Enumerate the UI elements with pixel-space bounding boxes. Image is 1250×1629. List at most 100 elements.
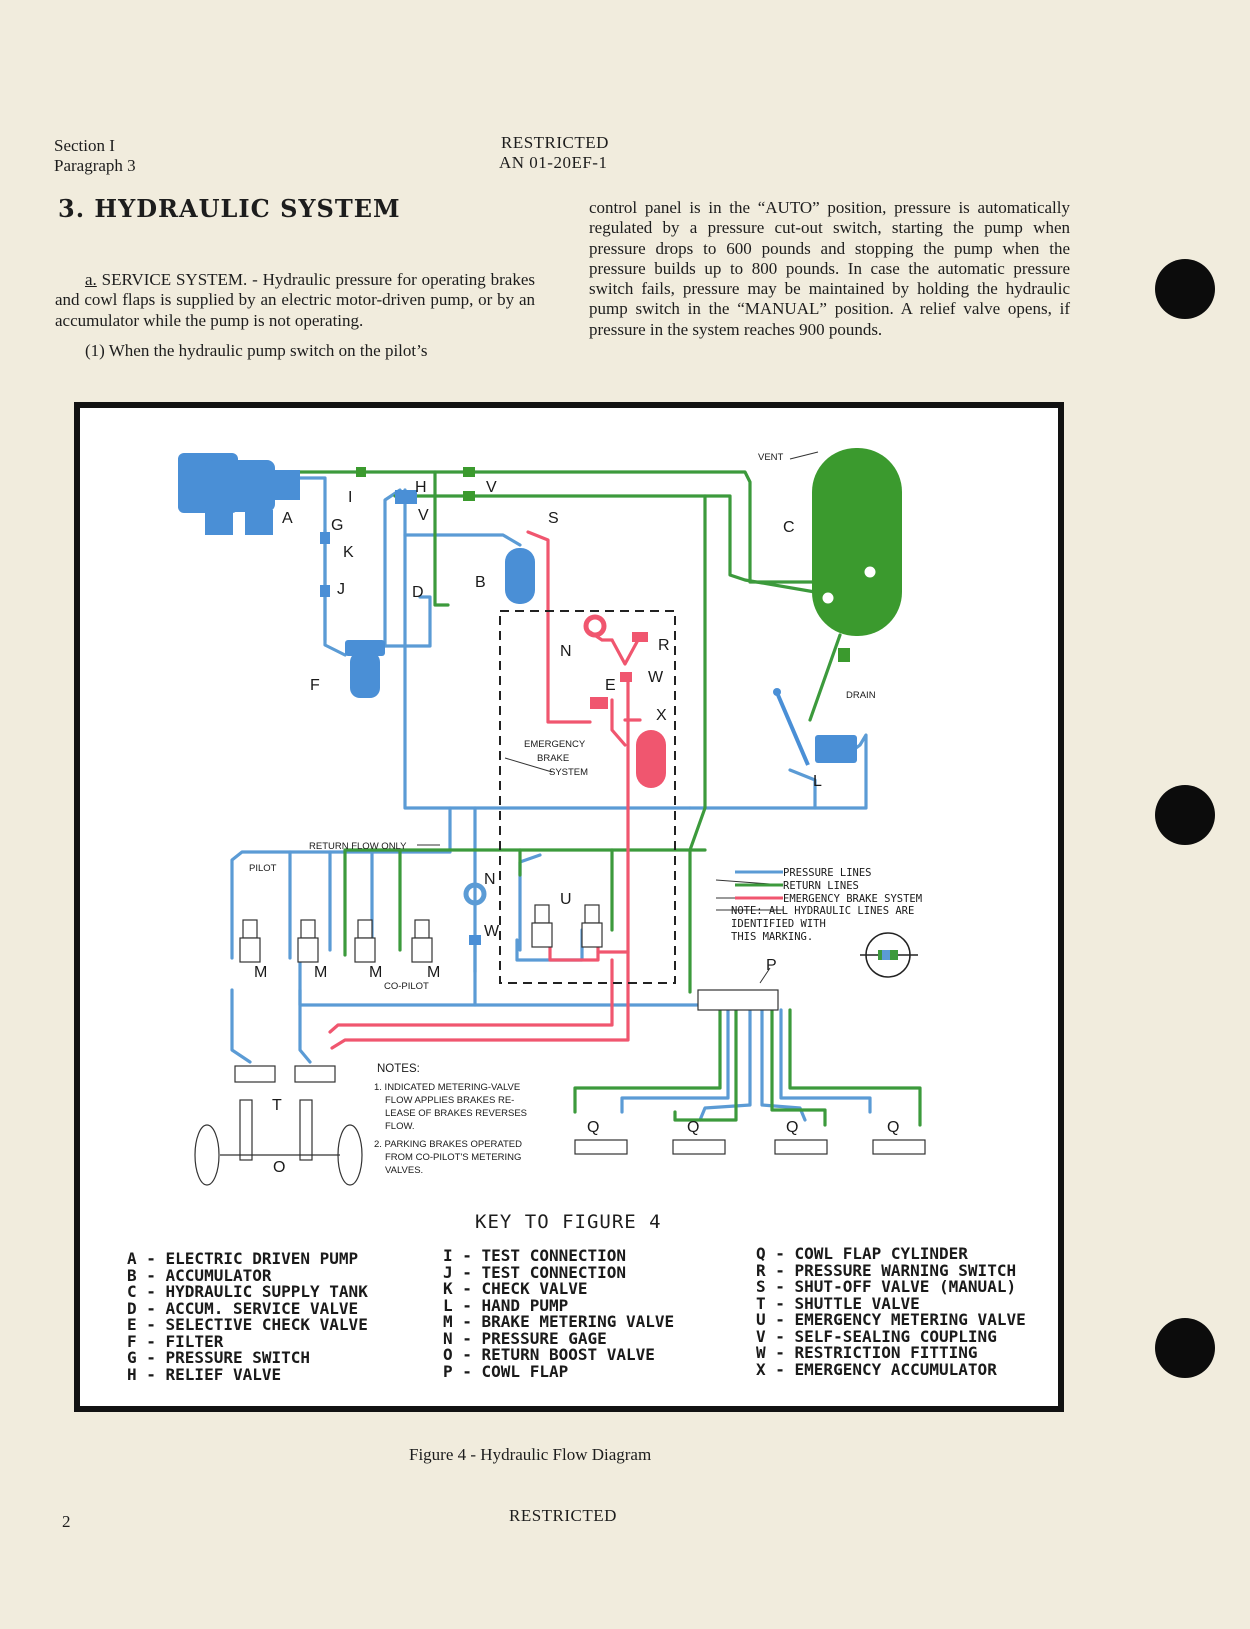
label-W-emergency: W: [648, 669, 664, 686]
label-Q4: Q: [887, 1119, 899, 1136]
section-title: 3. HYDRAULIC SYSTEM: [58, 194, 401, 223]
restricted-header: RESTRICTED: [501, 133, 609, 152]
key-item-X: X - EMERGENCY ACCUMULATOR: [756, 1359, 997, 1379]
pressure-lines: [230, 476, 872, 1122]
hydraulic-supply-tank-C: [812, 448, 902, 636]
label-B: B: [475, 574, 486, 591]
pump-switch-paragraph-continued: control panel is in the “AUTO” position,…: [589, 198, 1070, 339]
label-G: G: [331, 517, 343, 534]
key-item-D: D - ACCUM. SERVICE VALVE: [127, 1298, 359, 1318]
key-item-U: U - EMERGENCY METERING VALVE: [756, 1310, 1026, 1329]
return-flow-label: RETURN FLOW ONLY: [309, 841, 407, 852]
label-M4: M: [427, 964, 440, 981]
key-item-M: M - BRAKE METERING VALVE: [443, 1312, 675, 1331]
key-item-G: G - PRESSURE SWITCH: [127, 1348, 311, 1367]
key-item-A: A - ELECTRIC DRIVEN PUMP: [127, 1249, 359, 1268]
notes-heading: NOTES:: [377, 1063, 420, 1075]
label-Q3: Q: [786, 1119, 798, 1136]
subsection-label: a.: [85, 270, 97, 289]
label-S: S: [548, 510, 559, 527]
label-Q1: Q: [587, 1119, 599, 1136]
left-column: a. SERVICE SYSTEM. - Hydraulic pressure …: [55, 270, 535, 361]
brake-metering-valves-M: [239, 904, 603, 963]
key-item-Q: Q - COWL FLAP CYLINDER: [756, 1244, 968, 1263]
electric-pump-A: [178, 453, 300, 535]
key-item-C: C - HYDRAULIC SUPPLY TANK: [127, 1282, 368, 1301]
label-J: J: [337, 581, 345, 598]
label-M3: M: [369, 964, 382, 981]
label-V2: V: [418, 507, 429, 524]
emergency-accumulator-X: [636, 730, 666, 788]
pressure-gage-N-emergency: [583, 614, 607, 638]
relief-valve-H: [395, 490, 417, 504]
page-number: 2: [62, 1512, 71, 1531]
punch-hole-top: [1155, 259, 1215, 319]
label-O: O: [273, 1159, 285, 1176]
label-V: V: [486, 479, 497, 496]
return-lines: [296, 470, 922, 1127]
punch-hole-middle: [1155, 785, 1215, 845]
emergency-label-2: BRAKE: [537, 753, 569, 764]
filter-F: [345, 640, 385, 698]
key-item-K: K - CHECK VALVE: [443, 1279, 588, 1298]
label-H: H: [415, 479, 427, 496]
section-label: Section I: [54, 136, 115, 155]
accumulator-B: [505, 548, 535, 604]
key-item-L: L - HAND PUMP: [443, 1295, 569, 1315]
line-identification-marking: [860, 932, 918, 978]
label-K: K: [343, 544, 354, 561]
note1-line2: FLOW APPLIES BRAKES RE-: [385, 1095, 514, 1106]
label-U: U: [560, 891, 572, 908]
label-X: X: [656, 707, 667, 724]
service-system-paragraph: a. SERVICE SYSTEM. - Hydraulic pressure …: [55, 270, 535, 330]
emergency-lines: [328, 530, 642, 1050]
key-item-I: I - TEST CONNECTION: [443, 1246, 627, 1265]
key-item-J: J - TEST CONNECTION: [443, 1262, 627, 1282]
pump-switch-paragraph-start: (1) When the hydraulic pump switch on th…: [85, 340, 428, 360]
key-item-S: S - SHUT-OFF VALVE (MANUAL): [756, 1277, 1017, 1296]
figure-caption: Figure 4 - Hydraulic Flow Diagram: [409, 1445, 652, 1464]
label-A: A: [282, 510, 293, 527]
label-T: T: [272, 1097, 282, 1114]
cowl-flap-valve-P: [697, 989, 779, 1011]
key-item-W: W - RESTRICTION FITTING: [756, 1343, 978, 1362]
note2-line2: FROM CO-PILOT'S METERING: [385, 1152, 521, 1163]
key-item-O: O - RETURN BOOST VALVE: [443, 1345, 655, 1364]
note1-line3: LEASE OF BRAKES REVERSES: [385, 1108, 527, 1119]
landing-gear: [194, 1065, 363, 1186]
key-title: KEY TO FIGURE 4: [475, 1211, 662, 1233]
legend-note-1: NOTE: ALL HYDRAULIC LINES ARE: [731, 905, 914, 917]
note1-line4: FLOW.: [385, 1121, 415, 1132]
emergency-label-1: EMERGENCY: [524, 739, 586, 750]
label-D: D: [412, 584, 424, 601]
note2-line3: VALVES.: [385, 1165, 423, 1176]
key-column-2: I - TEST CONNECTION J - TEST CONNECTION …: [443, 1246, 675, 1380]
note2-line1: 2. PARKING BRAKES OPERATED: [374, 1139, 522, 1150]
label-R: R: [658, 637, 670, 654]
key-item-N: N - PRESSURE GAGE: [443, 1328, 607, 1348]
punch-hole-bottom: [1155, 1318, 1215, 1378]
key-item-E: E - SELECTIVE CHECK VALVE: [127, 1315, 368, 1334]
hand-pump-L: [773, 688, 857, 766]
warning-switch-R: [632, 632, 648, 642]
label-I: I: [348, 489, 352, 506]
label-M1: M: [254, 964, 267, 981]
selective-check-valve-E: [590, 697, 608, 709]
label-W: W: [484, 923, 500, 940]
emergency-brake-box: [499, 610, 676, 984]
copilot-label: CO-PILOT: [384, 981, 429, 992]
restriction-fitting-W: [469, 935, 481, 945]
document-number: AN 01-20EF-1: [499, 153, 608, 172]
key-item-V: V - SELF-SEALING COUPLING: [756, 1326, 997, 1346]
legend-emergency: EMERGENCY BRAKE SYSTEM: [783, 893, 922, 905]
restriction-fitting-W-emergency: [620, 672, 632, 682]
label-C: C: [783, 519, 795, 536]
label-N-emergency: N: [560, 643, 572, 660]
legend-note-3: THIS MARKING.: [731, 931, 813, 943]
label-E: E: [605, 677, 616, 694]
pilot-label: PILOT: [249, 863, 277, 874]
paragraph-label: Paragraph 3: [54, 156, 136, 175]
label-M2: M: [314, 964, 327, 981]
label-P: P: [766, 957, 777, 974]
